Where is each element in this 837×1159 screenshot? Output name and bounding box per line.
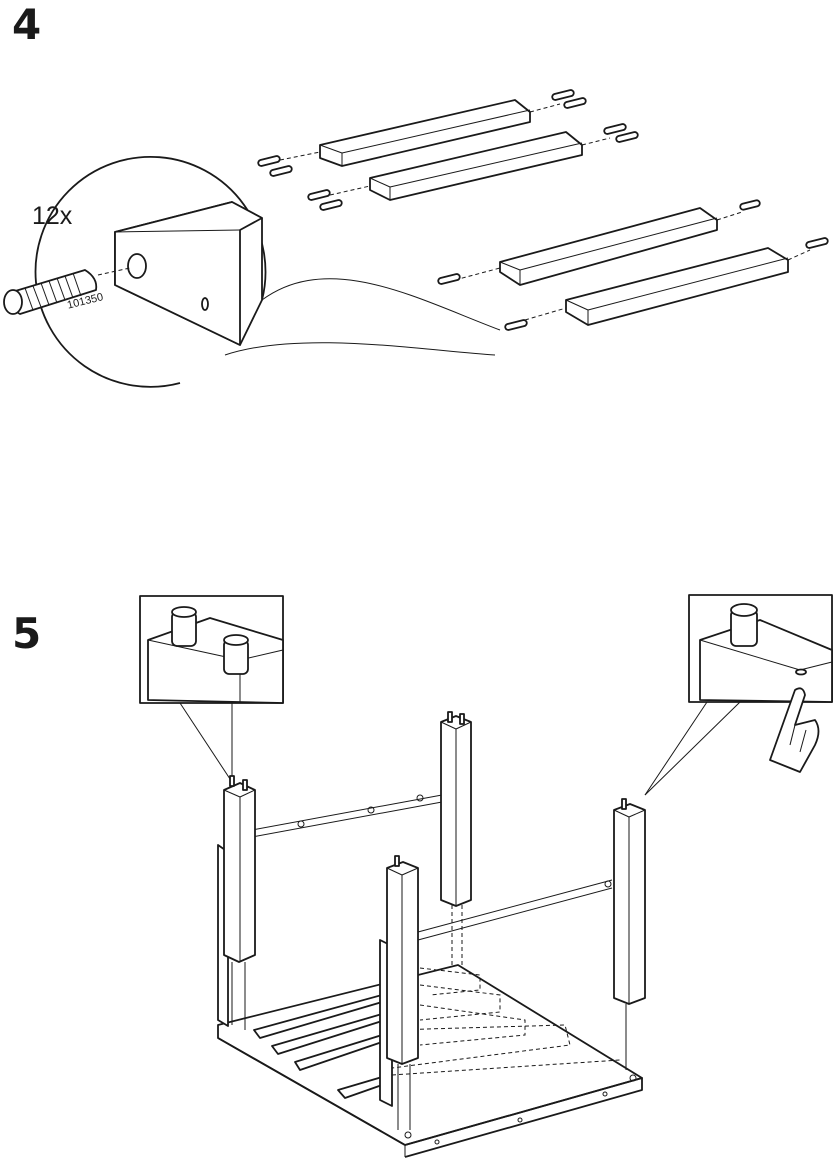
leg-back-right	[614, 799, 645, 1070]
leg-back-left	[441, 712, 471, 906]
tabletop	[218, 795, 642, 1157]
left-detail-box	[140, 596, 283, 782]
